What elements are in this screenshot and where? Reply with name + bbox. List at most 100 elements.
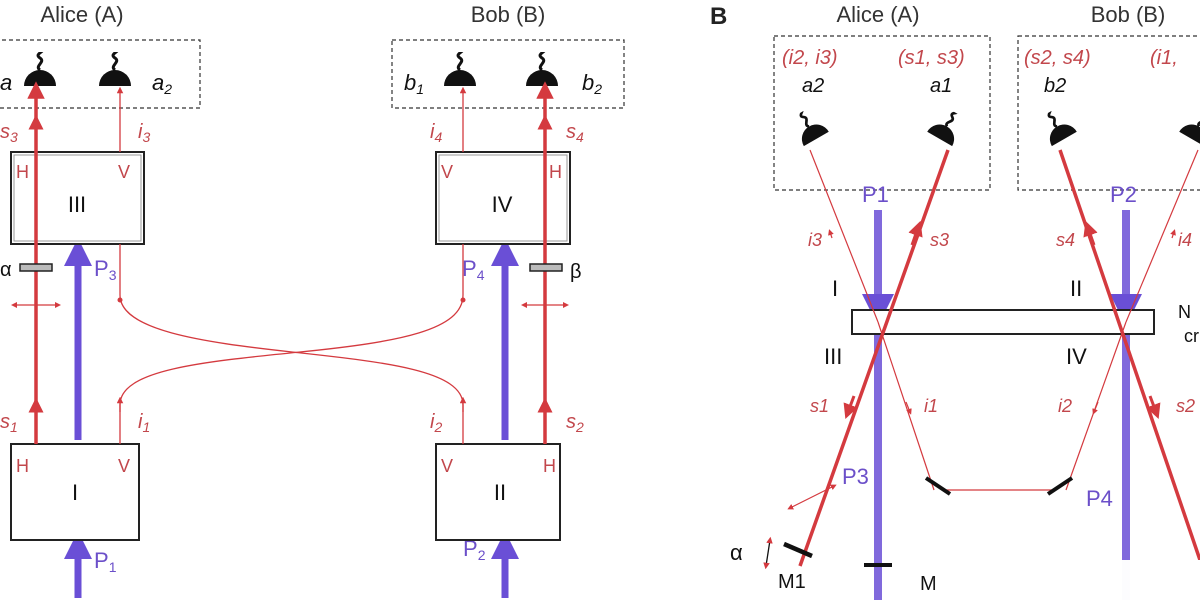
alice-title-a: Alice (A)	[40, 2, 123, 27]
alice-detector-frame	[0, 39, 201, 109]
i4-label: i4	[430, 121, 442, 145]
mirror-right-b	[1046, 476, 1074, 496]
bob-detector-frame	[391, 39, 625, 109]
i1-label: i1	[138, 411, 150, 435]
bob-title-b: Bob (B)	[1091, 2, 1166, 27]
bob-detector-frame-b	[1017, 35, 1200, 191]
i2-b-label: i2	[1058, 396, 1072, 416]
crystal-label-1: N	[1178, 302, 1191, 322]
i1-b-label: i1	[924, 396, 938, 416]
s4-b-arrow	[1083, 220, 1098, 246]
p4-b-label: P4	[1086, 486, 1113, 511]
p1-label: P1	[94, 548, 117, 575]
alice-title-b: Alice (A)	[836, 2, 919, 27]
region-III-label: III	[824, 344, 842, 369]
bob-modes-right: (i1,	[1150, 47, 1178, 69]
i3-b-label: i3	[808, 230, 822, 250]
alpha-b-arrow	[763, 536, 773, 570]
det-a1-b-label: a1	[930, 75, 952, 97]
bob-title-a: Bob (B)	[471, 2, 546, 27]
detector-a2-icon	[97, 52, 133, 88]
i1-b-arrow	[905, 401, 912, 415]
crystal-I	[10, 443, 140, 541]
mirror-m1	[783, 541, 813, 559]
i3-b-arrow	[828, 229, 834, 239]
detector-a1-b-icon	[925, 103, 970, 148]
idler-i1-b	[877, 321, 935, 491]
box-II-V: V	[441, 456, 453, 476]
idler-dot-right	[460, 297, 466, 303]
s3-b-arrow	[908, 220, 923, 246]
detector-b2-icon	[524, 52, 560, 88]
crystal-label-2: cr	[1184, 326, 1199, 346]
idler-i1-path	[119, 244, 464, 444]
box-I-label: I	[72, 480, 78, 505]
box-I-H: H	[16, 456, 29, 476]
bottom-right-fade	[930, 560, 1200, 600]
detector-b1-b-icon	[1177, 103, 1200, 148]
s2-label: s2	[566, 411, 584, 435]
alice-detector-frame-b	[773, 35, 991, 191]
s3-b-label: s3	[930, 230, 949, 250]
box-III-H: H	[16, 162, 29, 182]
region-IV-label: IV	[1066, 344, 1087, 369]
det-a1-label: a	[0, 70, 12, 95]
box-II-H: H	[543, 456, 556, 476]
detector-b1-icon	[442, 52, 478, 88]
bob-modes-left: (s2, s4)	[1024, 47, 1091, 69]
translation-arrow-b	[787, 484, 837, 510]
i4-b-arrow	[1170, 229, 1176, 239]
p3-b-label: P3	[842, 464, 869, 489]
det-b2-b-label: b2	[1044, 75, 1066, 97]
detector-a1-icon	[22, 52, 58, 88]
det-b2-label: b2	[582, 70, 602, 97]
crystal-IV-inner	[438, 154, 568, 242]
panel-b: B Alice (A) Bob (B) (i2, i3) (s1, s3) (s…	[710, 2, 1200, 600]
phase-plate-beta[interactable]	[529, 263, 563, 272]
p3-label: P3	[94, 256, 117, 283]
m1-label: M1	[778, 571, 806, 593]
det-a2-label: a2	[152, 70, 172, 97]
alpha-label: α	[0, 259, 12, 281]
s3-label: s3	[0, 121, 18, 145]
det-b1-label: b1	[404, 70, 424, 97]
p2-b-label: P2	[1110, 182, 1137, 207]
box-IV-H: H	[549, 162, 562, 182]
mirror-left-b	[924, 476, 952, 496]
detector-b2-b-icon	[1034, 103, 1079, 148]
s2-b-arrow	[1146, 395, 1161, 420]
signal-beam-b-bob	[1058, 149, 1200, 561]
s2-b-label: s2	[1176, 396, 1195, 416]
s4-label: s4	[566, 121, 584, 145]
phase-plate-alpha[interactable]	[19, 263, 53, 272]
s1-b-arrow	[843, 395, 858, 420]
box-II-label: II	[494, 480, 506, 505]
detector-a2-b-icon	[786, 103, 831, 148]
i4-b-label: i4	[1178, 230, 1192, 250]
s1-b-label: s1	[810, 396, 829, 416]
box-IV-V: V	[441, 162, 453, 182]
alice-modes-left: (i2, i3)	[782, 47, 838, 69]
box-I-V: V	[118, 456, 130, 476]
idler-i4-b	[1125, 149, 1199, 323]
s1-label: s1	[0, 411, 18, 435]
i3-label: i3	[138, 121, 150, 145]
alice-modes-right: (s1, s3)	[898, 47, 965, 69]
nonlinear-crystal	[851, 309, 1155, 335]
i2-label: i2	[430, 411, 442, 435]
crystal-III-inner	[13, 154, 142, 242]
crystal-III	[10, 151, 145, 245]
i2-b-arrow	[1092, 401, 1099, 415]
p4-label: P4	[462, 256, 485, 283]
crystal-IV	[435, 151, 571, 245]
alpha-b-label: α	[730, 540, 743, 565]
crystal-II	[435, 443, 561, 541]
panel-b-label: B	[710, 3, 727, 30]
panel-a: Alice (A) Bob (B) a a2 b1 b2 P1 P2 P3 P4…	[0, 2, 625, 598]
box-III-label: III	[68, 192, 86, 217]
beta-label: β	[570, 261, 582, 283]
region-II-label: II	[1070, 276, 1082, 301]
p1-b-label: P1	[862, 182, 889, 207]
box-IV-label: IV	[492, 192, 513, 217]
